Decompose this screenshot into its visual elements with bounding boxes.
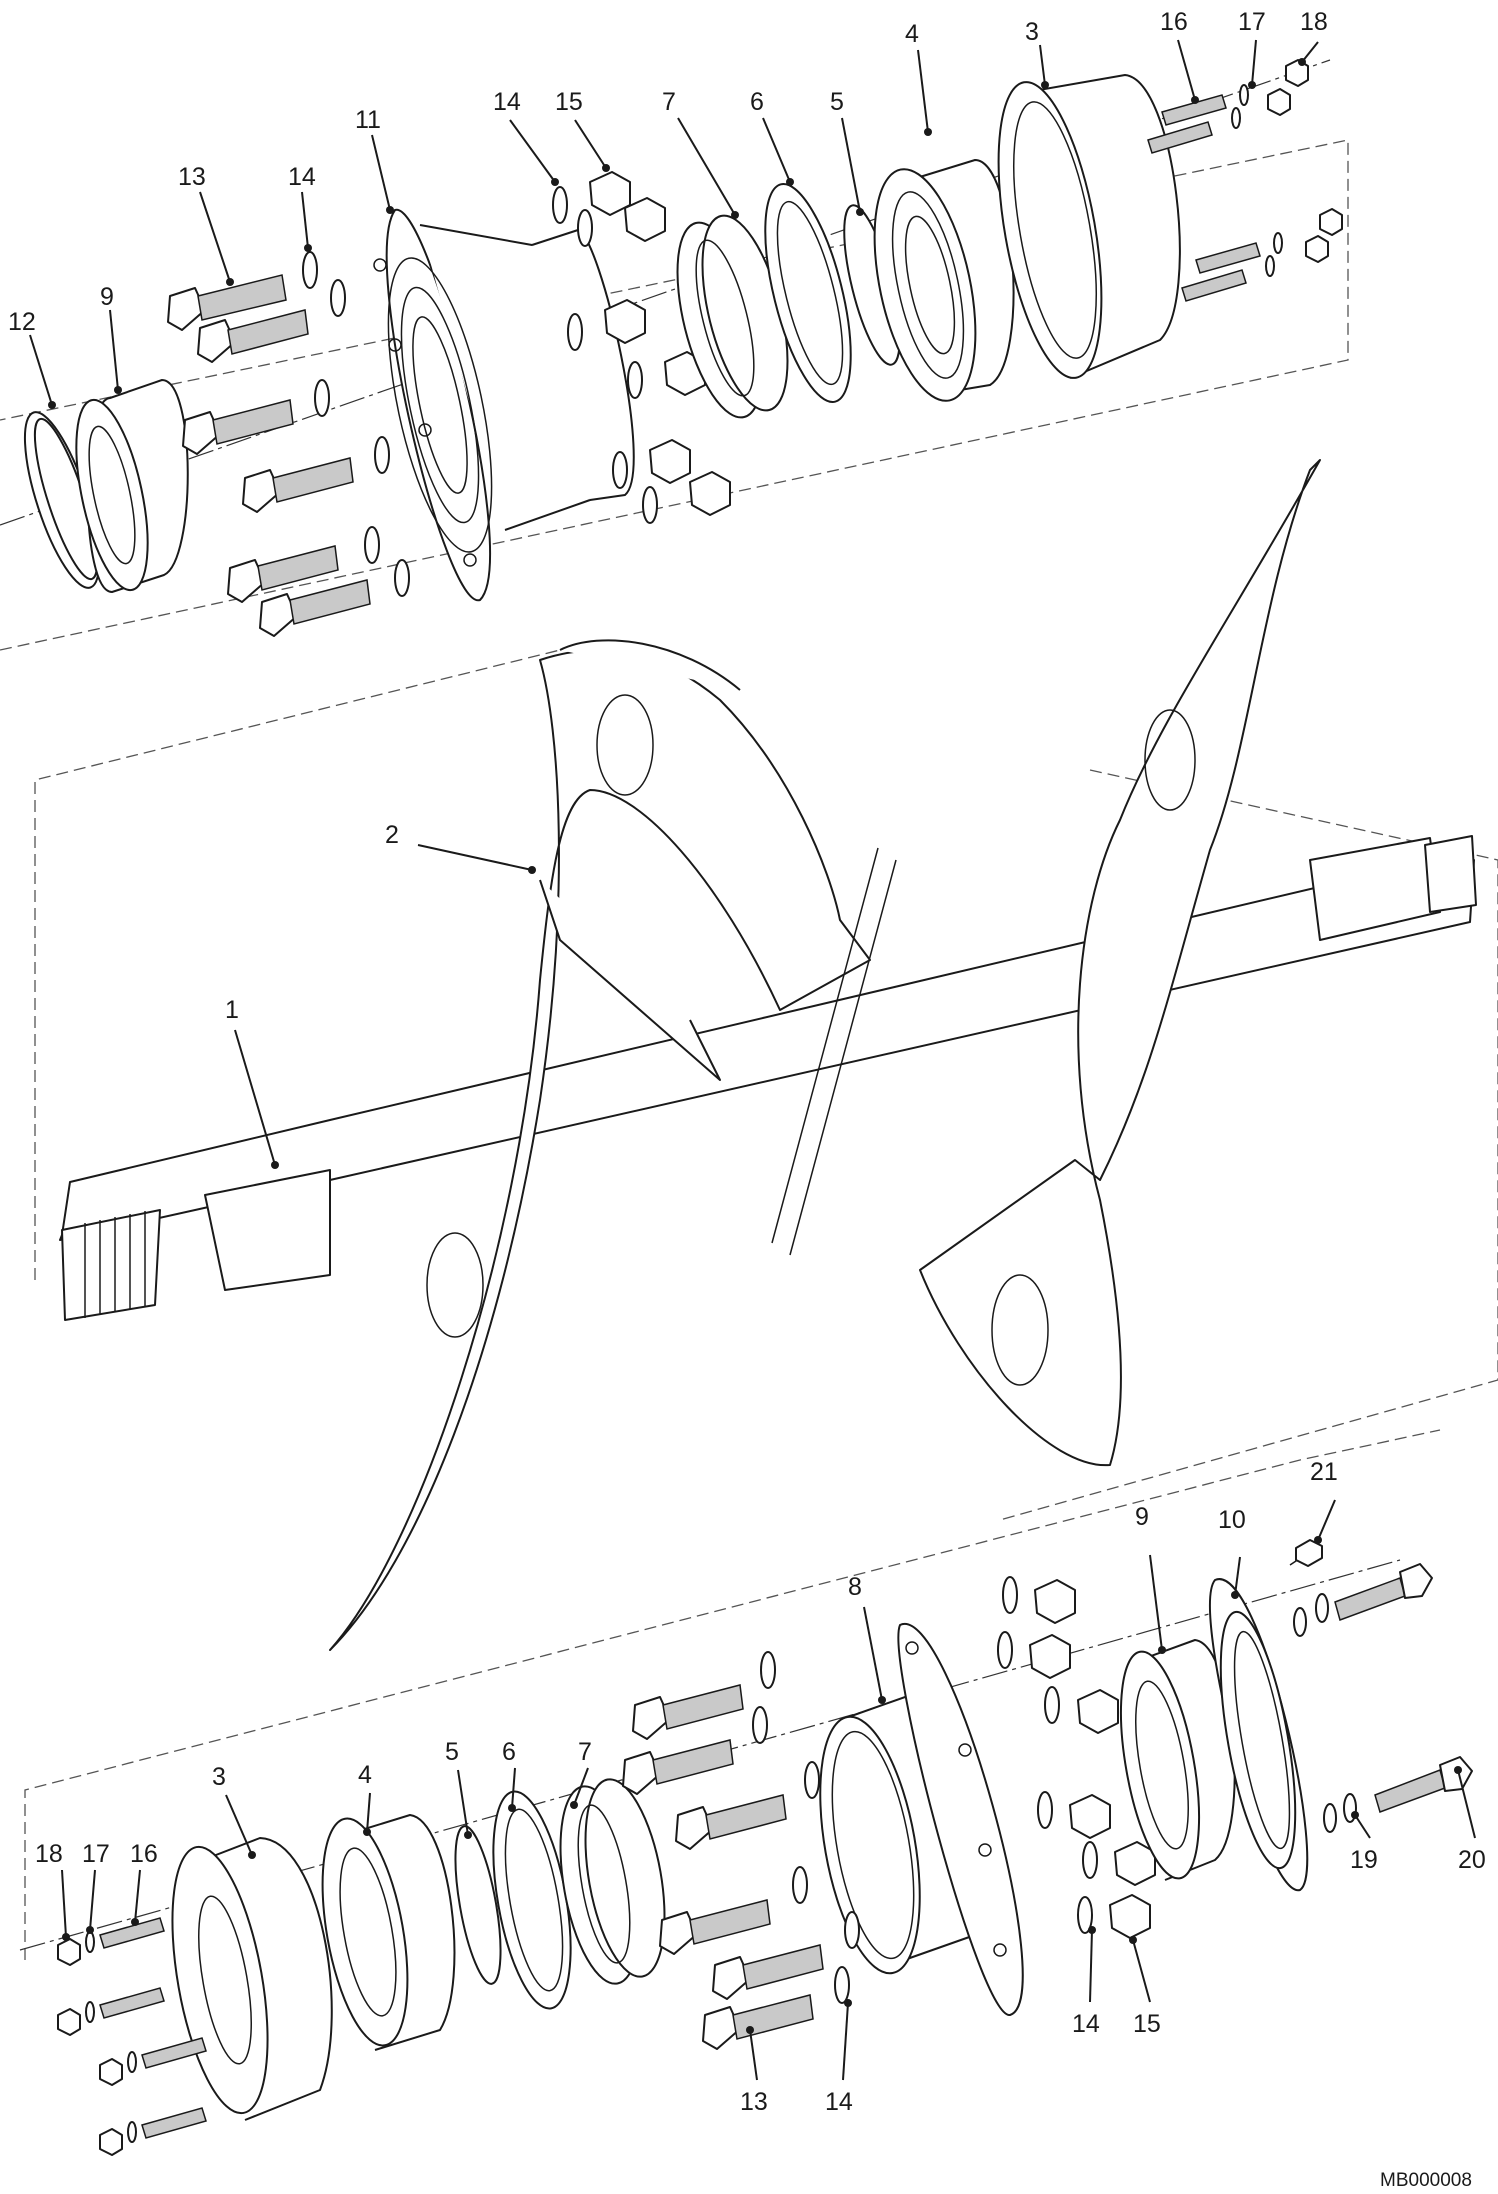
callout-5-top: 5: [830, 88, 844, 116]
break-line: [771, 847, 879, 1244]
rotor-blade-right-part: [919, 459, 1321, 1467]
callout-20: 20: [1458, 1846, 1486, 1874]
studs-top-right: [1147, 59, 1343, 302]
roller-part-top: [997, 74, 1181, 379]
flange-bolts-bottom: [1293, 1563, 1473, 1833]
callout-leaders: [29, 39, 1476, 2081]
bearing-part: [75, 379, 189, 593]
top-envelope: [0, 139, 1349, 651]
washers-nuts-bottom: [752, 1576, 1156, 2004]
callout-1: 1: [225, 996, 239, 1024]
callout-12-top: 12: [8, 308, 36, 336]
callout-17-bottom: 17: [82, 1840, 110, 1868]
callout-13-top: 13: [178, 163, 206, 191]
roller-part-bottom: [171, 1837, 333, 2121]
seal-part-bottom: [559, 1778, 666, 1985]
callout-6-top: 6: [750, 88, 764, 116]
callout-9-top: 9: [100, 283, 114, 311]
callout-7-top: 7: [662, 88, 676, 116]
callout-14-top-right: 14: [493, 88, 521, 116]
top-assembly: [0, 59, 1349, 651]
callout-4-top: 4: [905, 20, 919, 48]
callout-7-bottom: 7: [578, 1738, 592, 1766]
callout-15-top: 15: [555, 88, 583, 116]
callout-19: 19: [1350, 1846, 1378, 1874]
callout-2: 2: [385, 821, 399, 849]
callout-3-top: 3: [1025, 18, 1039, 46]
callout-18-bottom: 18: [35, 1840, 63, 1868]
rotor-assembly: [34, 459, 1498, 1651]
callout-labels: 12 9 13 14 11 14 15 7 6 5 4 3 16 17 18 1…: [8, 8, 1486, 2116]
studs-bottom-left: [57, 1917, 207, 2156]
bottom-assembly: [19, 1429, 1473, 2156]
callout-8-bottom: 8: [848, 1573, 862, 1601]
hub-flange-part: [373, 208, 635, 602]
drawing-code: MB000008: [1380, 2170, 1472, 2191]
seal-part-top: [676, 214, 789, 419]
middle-envelope: [34, 649, 561, 1280]
bearing-part-bottom: [1120, 1639, 1236, 1881]
callout-18-top: 18: [1300, 8, 1328, 36]
grease-fitting-part: [1289, 1539, 1323, 1567]
callout-16-top: 16: [1160, 8, 1188, 36]
washers-top-left: [302, 251, 410, 597]
callout-5-bottom: 5: [445, 1738, 459, 1766]
callout-10-bottom: 10: [1218, 1506, 1246, 1534]
callout-14-bottom-right: 14: [1072, 2010, 1100, 2038]
hub-part-bottom: [819, 1623, 1024, 2017]
callout-13-bottom: 13: [740, 2088, 768, 2116]
oring-part-bottom: [454, 1825, 502, 1985]
rotor-blade-left-part: [329, 639, 871, 1651]
callout-14-top-left: 14: [288, 163, 316, 191]
housing-part-bottom: [321, 1814, 456, 2051]
callout-3-bottom: 3: [212, 1763, 226, 1791]
callout-6-bottom: 6: [502, 1738, 516, 1766]
callout-21: 21: [1310, 1458, 1338, 1486]
callout-15-bottom: 15: [1133, 2010, 1161, 2038]
callout-4-bottom: 4: [358, 1761, 372, 1789]
bottom-envelope: [24, 1429, 1441, 1960]
housing-part-top: [873, 159, 1015, 402]
flange-part-bottom: [1209, 1578, 1309, 1892]
hub-bolts-top: [167, 274, 371, 637]
callout-14-bottom-left: 14: [825, 2088, 853, 2116]
washers-nuts-top-right: [552, 171, 731, 524]
callout-9-bottom: 9: [1135, 1503, 1149, 1531]
callout-17-top: 17: [1238, 8, 1266, 36]
callout-11-top: 11: [355, 106, 381, 134]
ring-part-top: [764, 183, 852, 403]
callout-16-bottom: 16: [130, 1840, 158, 1868]
